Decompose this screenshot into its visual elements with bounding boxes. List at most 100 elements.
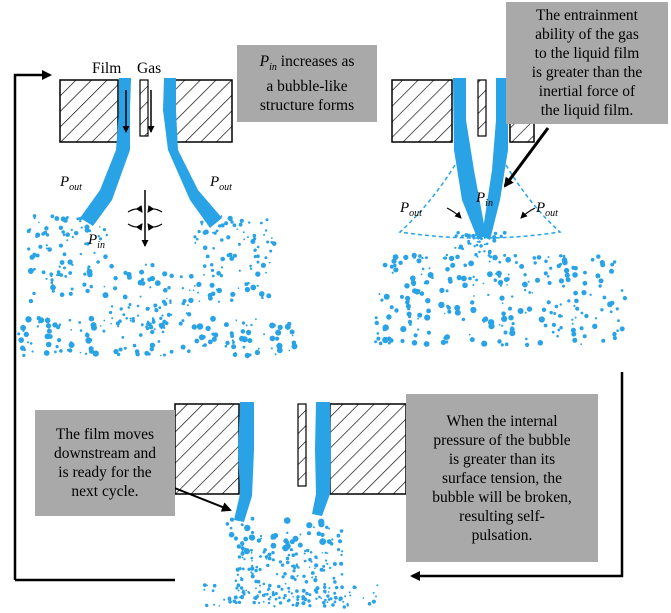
droplet	[231, 339, 234, 342]
droplet	[45, 323, 52, 329]
note-bubble-broken: When the internal pressure of the bubble…	[406, 394, 598, 562]
droplet	[230, 220, 234, 224]
droplet	[211, 336, 217, 342]
droplet	[389, 305, 394, 310]
droplet	[543, 271, 548, 276]
droplet	[392, 254, 399, 260]
droplet	[333, 580, 337, 584]
droplet	[285, 560, 290, 565]
droplet	[257, 594, 259, 597]
droplet	[93, 221, 96, 224]
droplet	[244, 282, 249, 287]
droplet	[341, 550, 344, 553]
droplet	[25, 316, 32, 323]
droplet	[424, 280, 430, 285]
droplet	[319, 538, 327, 545]
droplet	[250, 548, 253, 552]
p-out-label: Pout	[536, 200, 558, 219]
droplet	[226, 253, 231, 257]
droplet	[609, 268, 614, 274]
droplet	[572, 337, 578, 343]
droplet	[136, 314, 140, 317]
droplet	[498, 260, 502, 264]
droplet	[538, 316, 545, 323]
droplet	[417, 328, 420, 331]
droplet	[228, 600, 232, 604]
droplet	[472, 275, 475, 279]
droplet	[259, 555, 262, 558]
droplet	[252, 233, 257, 238]
droplet	[91, 324, 97, 331]
droplet	[255, 565, 259, 569]
droplet	[265, 271, 267, 274]
droplet	[499, 234, 503, 238]
droplet	[256, 579, 261, 584]
droplet	[151, 320, 156, 324]
droplet	[205, 325, 211, 332]
droplet	[256, 245, 260, 249]
droplet	[240, 577, 244, 582]
droplet	[230, 298, 234, 302]
droplet	[149, 347, 154, 352]
droplet	[413, 333, 418, 338]
droplet	[344, 595, 347, 598]
droplet	[562, 254, 566, 258]
droplet	[79, 351, 82, 354]
droplet	[150, 263, 155, 268]
droplet	[480, 237, 483, 241]
droplet	[196, 237, 199, 241]
droplet	[121, 336, 125, 339]
droplet	[105, 233, 109, 237]
droplet	[218, 605, 220, 607]
droplet	[78, 216, 83, 221]
droplet	[426, 308, 431, 314]
droplet	[213, 603, 215, 606]
droplet	[265, 218, 269, 222]
droplet	[236, 228, 238, 230]
droplet	[303, 552, 306, 555]
droplet	[291, 553, 296, 557]
droplet	[181, 287, 185, 290]
droplet	[267, 587, 271, 591]
droplet	[240, 551, 245, 556]
liquid-film-right	[482, 78, 508, 240]
droplet	[582, 334, 587, 339]
droplet	[29, 254, 35, 260]
droplet	[232, 599, 237, 604]
note-entrainment-ability: The entrainment ability of the gas to th…	[506, 2, 668, 124]
gas-channel-wall	[297, 403, 307, 487]
droplet	[283, 594, 287, 598]
droplet	[501, 302, 504, 305]
droplet	[580, 343, 583, 346]
droplet	[338, 596, 343, 601]
droplet	[270, 241, 274, 244]
droplet	[32, 291, 36, 296]
droplet	[562, 284, 565, 288]
droplet	[407, 319, 413, 325]
droplet	[590, 257, 595, 262]
droplet	[469, 242, 472, 245]
droplet	[264, 593, 267, 595]
droplet	[274, 353, 277, 356]
droplet	[567, 299, 571, 303]
droplet	[326, 539, 332, 544]
droplet	[136, 304, 140, 308]
droplet	[113, 276, 118, 281]
droplet	[492, 238, 497, 243]
gas-channel-wall	[477, 79, 487, 137]
droplet	[92, 350, 99, 357]
droplet	[620, 289, 624, 292]
droplet	[528, 291, 532, 294]
droplet	[129, 319, 132, 322]
droplet	[292, 596, 294, 598]
droplet	[200, 223, 203, 226]
droplet	[187, 349, 191, 354]
droplet	[280, 587, 284, 591]
droplet	[570, 327, 576, 333]
droplet	[308, 557, 312, 562]
droplet	[126, 274, 132, 280]
droplet	[139, 333, 143, 337]
droplet	[376, 332, 380, 335]
nozzle-block-right	[329, 403, 407, 495]
droplet	[211, 332, 215, 336]
